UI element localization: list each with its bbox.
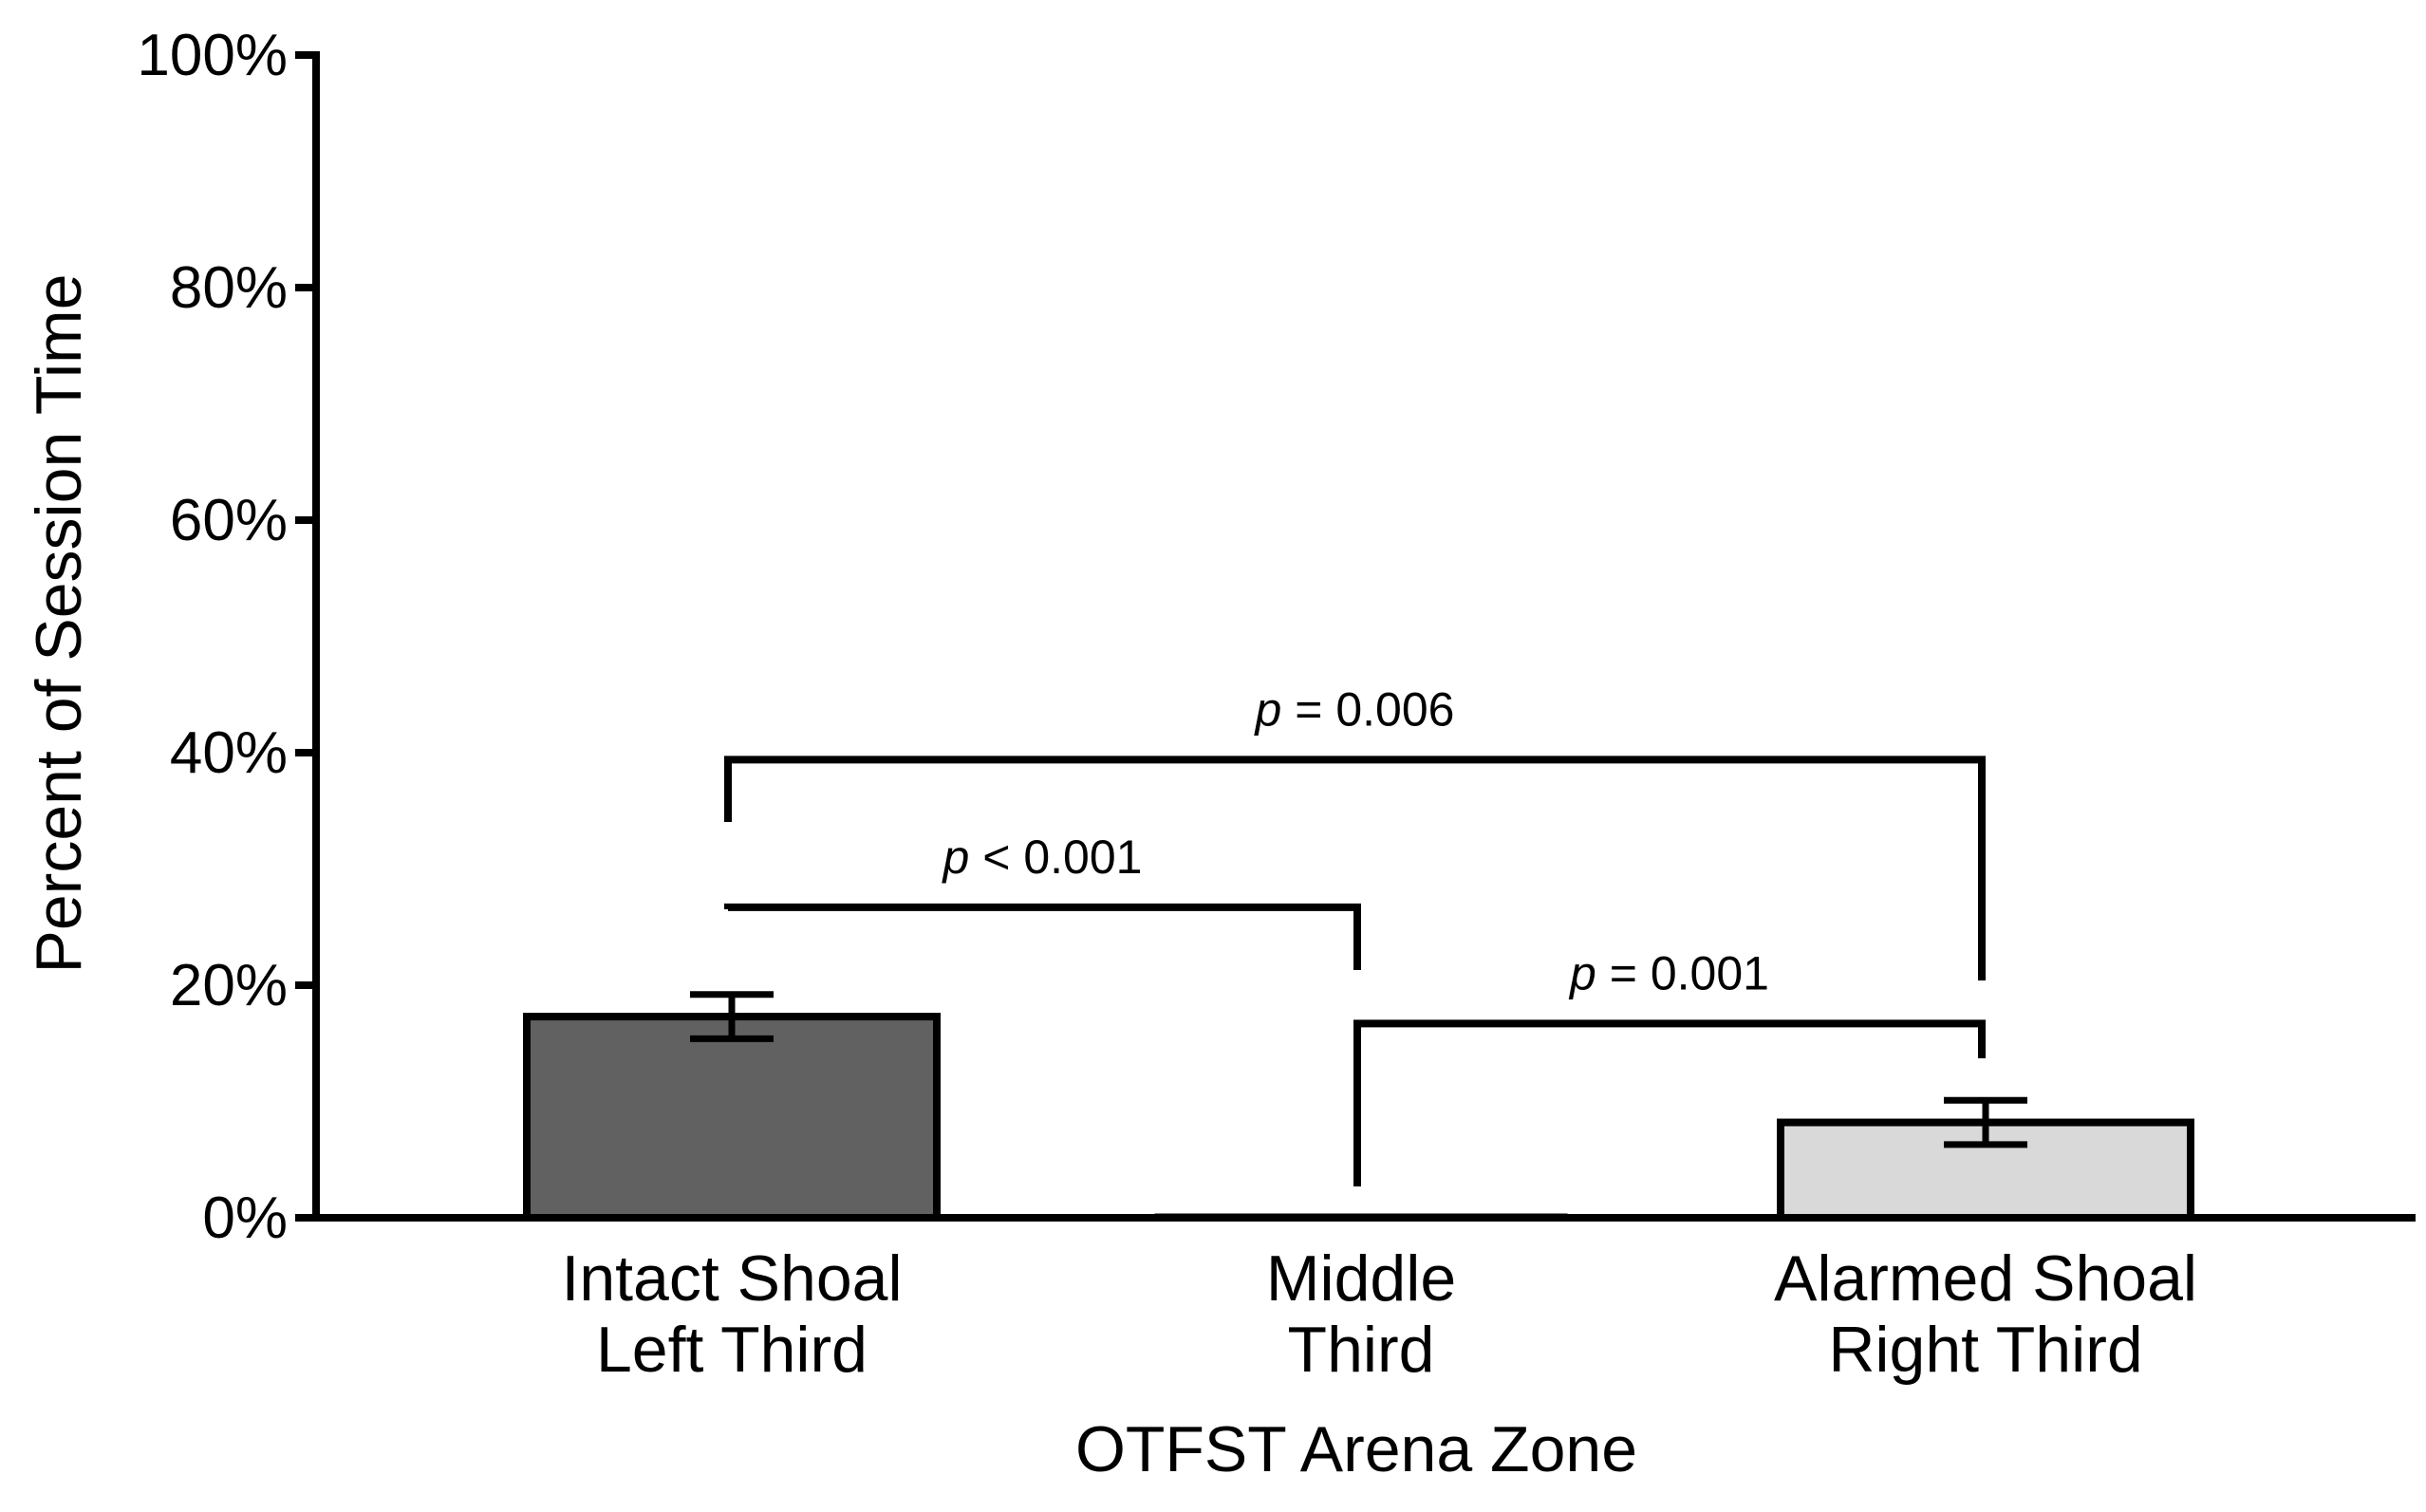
p-symbol-0: p (942, 831, 970, 884)
y-axis-title: Percent of Session Time (23, 273, 95, 973)
p-value-text-1: = 0.001 (1596, 946, 1769, 999)
x-category-line2-0: Left Third (596, 1314, 868, 1386)
p-value-text-0: < 0.001 (969, 831, 1142, 884)
x-category-line1-2: Alarmed Shoal (1774, 1242, 2197, 1315)
y-tick-label-0: 0% (202, 1185, 288, 1251)
p-value-label-1: p = 0.001 (1568, 946, 1769, 999)
x-category-line1-0: Intact Shoal (561, 1242, 902, 1315)
significance-bracket-0 (724, 903, 1361, 970)
significance-bracket-1 (1353, 1019, 1986, 1186)
y-tick-label-3: 60% (170, 488, 288, 553)
p-symbol-1: p (1568, 946, 1596, 999)
x-category-line2-1: Third (1288, 1314, 1435, 1386)
p-value-label-0: p < 0.001 (942, 831, 1143, 884)
p-value-label-2: p = 0.006 (1254, 682, 1455, 736)
y-tick-label-1: 20% (170, 953, 288, 1018)
x-category-line2-2: Right Third (1828, 1314, 2142, 1386)
p-value-text-2: = 0.006 (1281, 682, 1454, 736)
bar-0 (523, 1013, 941, 1222)
p-symbol-2: p (1254, 682, 1282, 736)
y-tick-label-2: 40% (170, 720, 288, 786)
x-axis-title: OTFST Arena Zone (1075, 1413, 1637, 1485)
significance-bracket-2 (724, 756, 1986, 980)
y-tick-label-5: 100% (137, 23, 288, 88)
y-tick-label-4: 80% (170, 255, 288, 321)
x-category-line1-1: Middle (1266, 1242, 1456, 1315)
